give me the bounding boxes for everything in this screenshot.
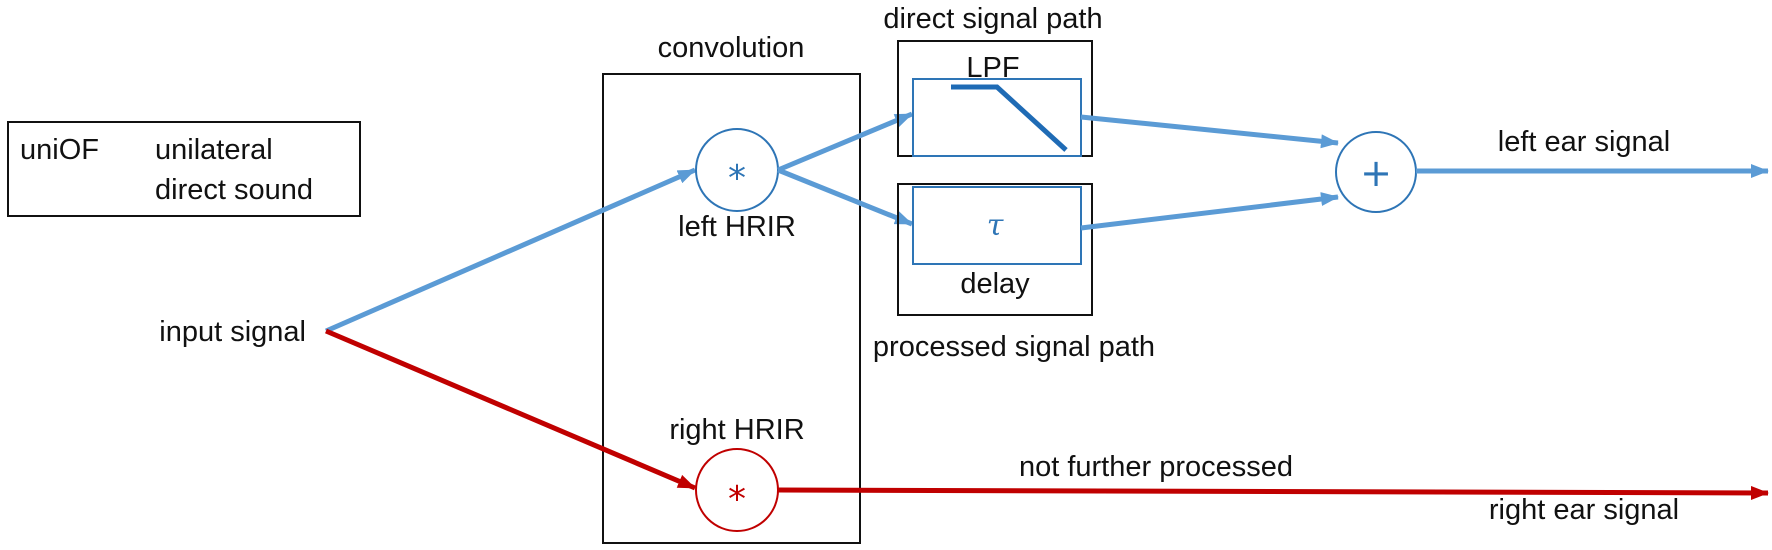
convolution-frame	[602, 73, 861, 544]
lpf-response-curve	[951, 84, 1068, 152]
direct-signal-path-label: direct signal path	[883, 3, 1102, 35]
input-signal-label: input signal	[159, 316, 306, 348]
lpf-inner-frame	[912, 78, 1082, 157]
right-hrir-label: right HRIR	[669, 414, 804, 446]
right-convolution-symbol: *	[728, 479, 746, 520]
delay-block: τ delay processed signal path	[873, 183, 1155, 363]
right-ear-output-arrow	[777, 485, 1769, 500]
lpf-block: direct signal path LPF	[883, 3, 1103, 157]
not-further-processed-label: not further processed	[1019, 451, 1293, 483]
delay-to-sum-arrow	[1080, 192, 1339, 231]
processed-signal-path-label: processed signal path	[873, 331, 1155, 363]
left-convolution-symbol: *	[728, 158, 746, 199]
left-hrir-to-lpf-arrow	[777, 111, 913, 173]
left-hrir-label: left HRIR	[678, 211, 796, 243]
delay-outer-frame	[897, 183, 1093, 316]
legend-abbreviation: uniOF	[20, 134, 99, 166]
legend-frame	[7, 121, 361, 217]
lpf-to-sum-arrow	[1080, 114, 1339, 149]
left-ear-signal-label: left ear signal	[1498, 126, 1671, 158]
legend-description-line1: unilateral	[155, 134, 273, 166]
convolution-label: convolution	[658, 32, 805, 64]
tau-symbol: τ	[987, 208, 1004, 243]
left-hrir-node: * left HRIR	[678, 128, 796, 243]
legend-box: uniOF unilateral direct sound	[7, 121, 361, 217]
right-hrir-node: right HRIR *	[669, 414, 805, 532]
input-to-left-hrir-arrow	[325, 167, 696, 334]
left-hrir-to-delay-arrow	[777, 167, 913, 227]
convolution-block: convolution	[602, 32, 861, 544]
legend-description-line2: direct sound	[155, 174, 313, 206]
delay-label: delay	[960, 268, 1030, 300]
sum-node: +	[1335, 131, 1417, 213]
sum-symbol: +	[1360, 151, 1392, 195]
input-to-right-hrir-arrow	[325, 328, 696, 491]
right-ear-signal-label: right ear signal	[1489, 494, 1679, 526]
